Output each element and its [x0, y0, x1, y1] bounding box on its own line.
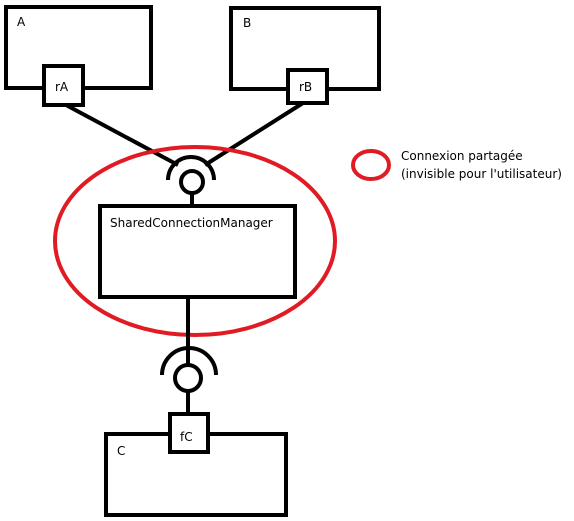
connector-ra — [65, 103, 179, 167]
component-a-label: A — [17, 15, 26, 29]
legend-line-1: Connexion partagée — [401, 149, 523, 163]
socket-top-icon — [166, 155, 216, 181]
component-b-label: B — [243, 16, 251, 30]
port-fc-box — [168, 412, 210, 454]
port-ra-box — [42, 64, 85, 107]
component-b: B rB — [229, 6, 381, 105]
port-rb-label: rB — [299, 80, 312, 94]
legend-symbol-icon — [351, 149, 391, 181]
ball-bottom-icon — [173, 363, 203, 393]
ball-top-icon — [179, 169, 205, 195]
port-ra-label: rA — [55, 80, 69, 94]
component-a: A rA — [4, 5, 153, 107]
legend: Connexion partagée (invisible pour l'uti… — [351, 149, 562, 181]
component-manager: SharedConnectionManager — [98, 204, 297, 299]
manager-label: SharedConnectionManager — [110, 216, 273, 230]
port-rb-box — [286, 68, 329, 105]
port-fc-label: fC — [180, 430, 193, 444]
shared-connection-highlight — [53, 145, 337, 337]
component-c: C fC — [104, 412, 288, 517]
connector-rb — [203, 101, 305, 167]
component-c-label: C — [117, 444, 125, 458]
legend-line-2: (invisible pour l'utilisateur) — [401, 167, 562, 181]
socket-bottom-icon — [160, 346, 218, 376]
manager-box — [98, 204, 297, 299]
